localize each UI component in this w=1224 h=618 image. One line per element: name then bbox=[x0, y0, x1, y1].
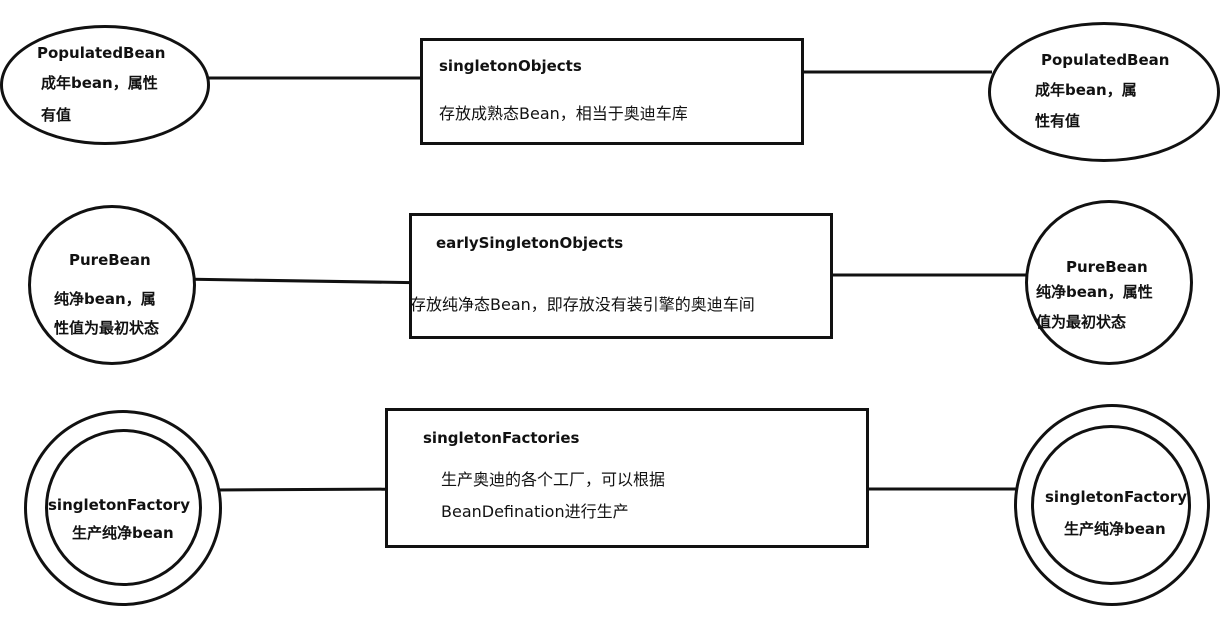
node-label: 生产纯净bean bbox=[1064, 520, 1166, 538]
box-title: singletonObjects bbox=[439, 57, 582, 75]
node-label: 值为最初状态 bbox=[1036, 313, 1127, 331]
box-description: 存放纯净态Bean，即存放没有装引擎的奥迪车间 bbox=[410, 295, 755, 314]
node-label: 有值 bbox=[41, 106, 72, 124]
singleton-factories-box: singletonFactories 生产奥迪的各个工厂，可以根据 BeanDe… bbox=[385, 408, 869, 548]
node-label: 生产纯净bean bbox=[72, 524, 174, 542]
box-description: BeanDefination进行生产 bbox=[441, 502, 629, 521]
populated-bean-left-node: PopulatedBean 成年bean，属性 有值 bbox=[0, 25, 210, 145]
node-label: 成年bean，属 bbox=[1035, 81, 1137, 99]
pure-bean-left-node: PureBean 纯净bean，属 性值为最初状态 bbox=[28, 205, 196, 365]
node-label: PureBean bbox=[69, 251, 151, 269]
node-label: PopulatedBean bbox=[1041, 51, 1170, 69]
connector-pure-left bbox=[177, 277, 435, 285]
singleton-factory-inner-ring bbox=[45, 429, 202, 586]
node-label: 纯净bean，属性 bbox=[1036, 283, 1153, 301]
singleton-factory-right-node: singletonFactory 生产纯净bean bbox=[1014, 404, 1210, 606]
box-title: singletonFactories bbox=[423, 429, 580, 447]
singleton-factory-inner-ring bbox=[1031, 425, 1191, 585]
pure-bean-right-node: PureBean 纯净bean，属性 值为最初状态 bbox=[1025, 200, 1193, 365]
singleton-factory-left-node: singletonFactory 生产纯净bean bbox=[24, 410, 222, 606]
node-label: 成年bean，属性 bbox=[41, 74, 158, 92]
node-label: PureBean bbox=[1066, 258, 1148, 276]
node-label: 纯净bean，属 bbox=[54, 290, 156, 308]
singleton-objects-box: singletonObjects 存放成熟态Bean，相当于奥迪车库 bbox=[420, 38, 804, 145]
box-description: 存放成熟态Bean，相当于奥迪车库 bbox=[439, 104, 688, 123]
node-label: 性有值 bbox=[1035, 112, 1081, 130]
node-label: PopulatedBean bbox=[37, 44, 166, 62]
early-singleton-objects-box: earlySingletonObjects 存放纯净态Bean，即存放没有装引擎… bbox=[409, 213, 833, 339]
populated-bean-right-node: PopulatedBean 成年bean，属 性有值 bbox=[988, 22, 1220, 162]
box-title: earlySingletonObjects bbox=[436, 234, 624, 252]
node-label: singletonFactory bbox=[1045, 488, 1187, 506]
node-label: singletonFactory bbox=[48, 496, 190, 514]
box-description: 生产奥迪的各个工厂，可以根据 bbox=[441, 470, 666, 489]
node-label: 性值为最初状态 bbox=[54, 319, 160, 337]
